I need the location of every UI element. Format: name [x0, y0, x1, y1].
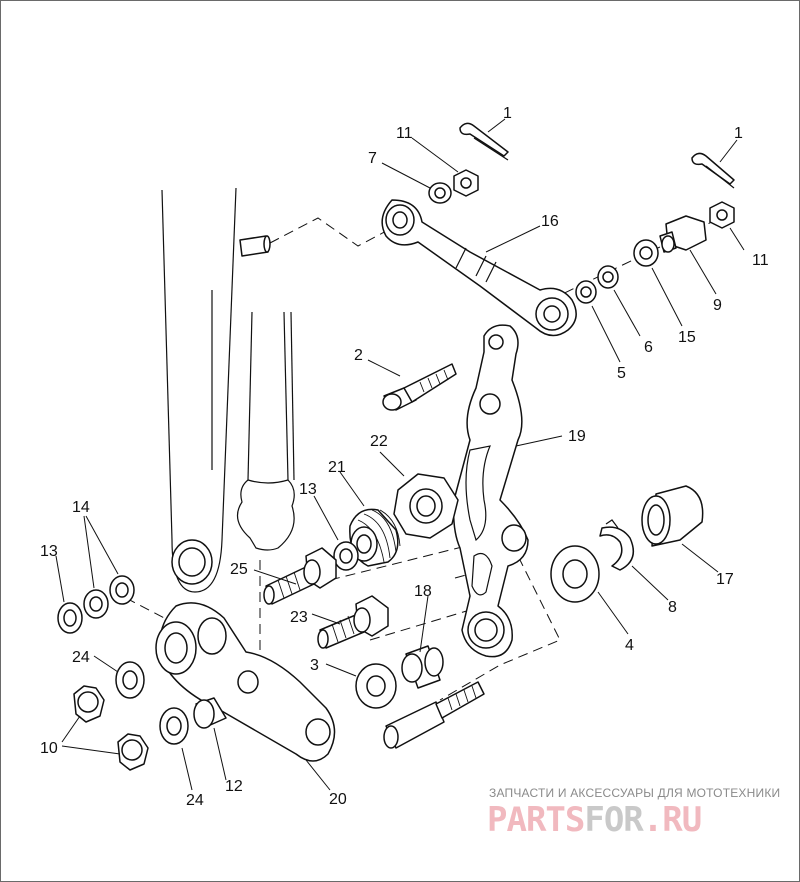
washer-4: [550, 545, 600, 603]
callout-11-upper: 11: [396, 125, 413, 142]
callout-14: 14: [72, 499, 90, 516]
frame-tube: [161, 187, 237, 593]
washer-5: [575, 280, 597, 304]
leader-lines: [55, 118, 745, 791]
washer-3: [355, 663, 397, 709]
linkage-rod: [381, 199, 577, 337]
watermark-logo: PARTSFOR.RU: [487, 800, 702, 840]
callout-labels: 1 1 2 3 4 5 6 7 8 9 10 11 11 12 13 13 14…: [40, 105, 769, 809]
watermark-logo-part1: PARTS: [487, 800, 585, 840]
callout-13-middle: 13: [299, 481, 317, 498]
callout-1-upper-right: 1: [734, 125, 743, 142]
callout-6: 6: [644, 339, 653, 356]
washer-14-a: [83, 589, 109, 619]
screw-2: [382, 363, 457, 411]
callout-2: 2: [354, 347, 363, 364]
bushing-18: [401, 645, 444, 689]
spacer-24-lower: [159, 707, 189, 745]
callout-10: 10: [40, 740, 58, 757]
washer-13-left: [57, 602, 83, 634]
callout-13-left: 13: [40, 543, 58, 560]
retaining-ring-8: [599, 519, 635, 571]
frame-stud: [239, 235, 271, 257]
callout-24-upper: 24: [72, 649, 90, 666]
callout-19: 19: [568, 428, 586, 445]
callout-8: 8: [668, 599, 677, 616]
washer-7: [428, 182, 452, 204]
acorn-nut-10-upper: [73, 685, 105, 723]
callout-25: 25: [230, 561, 248, 578]
callout-20: 20: [329, 791, 347, 808]
bushing-17: [641, 485, 704, 547]
callout-5: 5: [617, 365, 626, 382]
callout-11-right: 11: [752, 252, 769, 269]
watermark-caption: ЗАПЧАСТИ И АКСЕССУАРЫ ДЛЯ МОТОТЕХНИКИ: [489, 786, 781, 800]
callout-21: 21: [328, 459, 346, 476]
jam-nut-22: [393, 473, 459, 539]
inner-bracket-plate: [236, 311, 295, 551]
bolt-23: [317, 595, 389, 649]
callout-24-lower: 24: [186, 792, 204, 809]
nut-11-right: [709, 201, 735, 229]
callout-4: 4: [625, 637, 634, 654]
cotter-pin-1-right: [691, 152, 735, 189]
callout-7: 7: [368, 150, 377, 167]
washer-15: [633, 239, 659, 267]
threaded-stud-sleeve: [383, 681, 485, 749]
callout-3: 3: [310, 657, 319, 674]
callout-9: 9: [713, 297, 722, 314]
callout-12: 12: [225, 778, 243, 795]
washer-14-b: [109, 575, 135, 605]
callout-15: 15: [678, 329, 696, 346]
callout-23: 23: [290, 609, 308, 626]
spacer-24-upper: [115, 661, 145, 699]
lever-plate-19: [452, 324, 529, 658]
washer-13-middle: [333, 541, 359, 571]
bushing-12: [193, 697, 227, 729]
cotter-pin-1-left: [459, 122, 509, 161]
callout-16: 16: [541, 213, 559, 230]
callout-18: 18: [414, 583, 432, 600]
callout-17: 17: [716, 571, 734, 588]
callout-22: 22: [370, 433, 388, 450]
washer-6: [597, 265, 619, 289]
lever-arm-20: [155, 602, 336, 762]
nut-11-upper-left: [453, 169, 479, 197]
acorn-nut-10-lower: [117, 733, 149, 771]
callout-1-upper-left: 1: [503, 105, 512, 122]
watermark-logo-part3: .RU: [642, 800, 702, 840]
watermark-logo-part2: FOR: [584, 800, 643, 840]
bolt-25: [263, 547, 337, 605]
bolt-9: [659, 215, 707, 253]
